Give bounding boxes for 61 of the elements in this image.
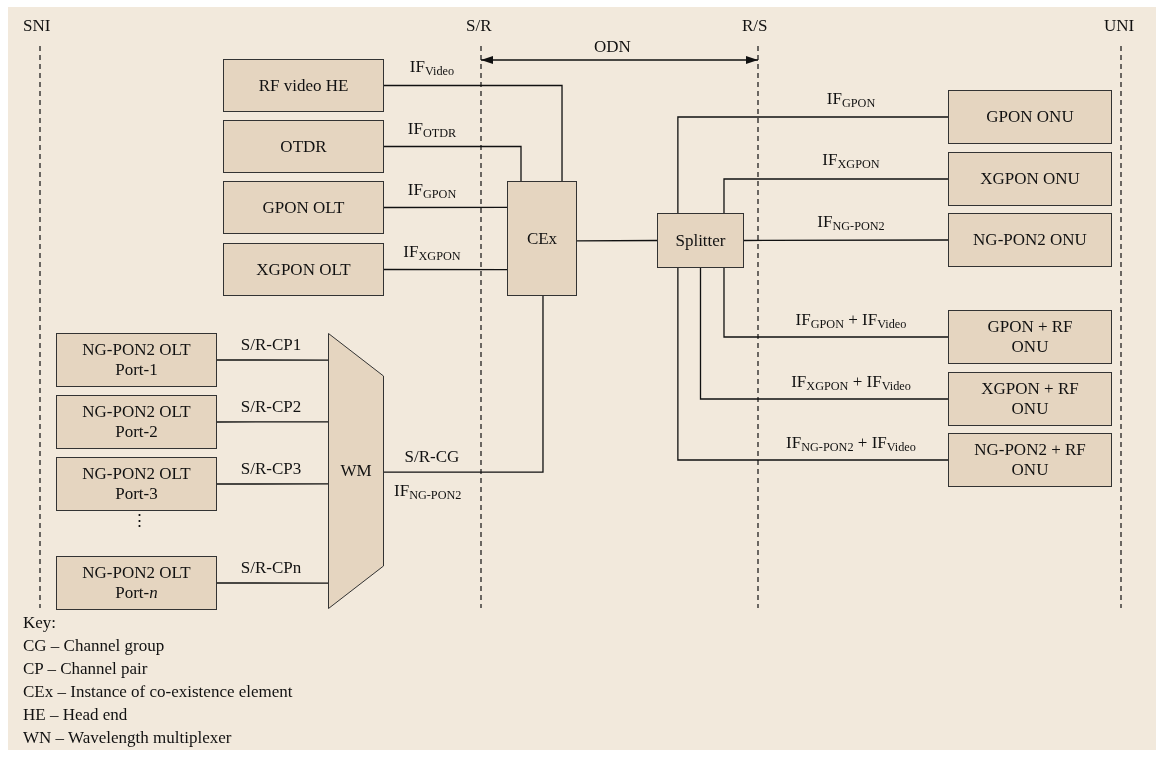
multiplexer-trapezoid: WM [328, 333, 384, 609]
key-entry: CP – Channel pair [23, 660, 148, 679]
ellipsis: ⋮ [131, 512, 148, 531]
connector-line [383, 295, 544, 473]
edge-label: S/R-CG [403, 447, 461, 465]
reference-point-label: UNI [1104, 17, 1135, 36]
reference-point-label: S/R [466, 17, 492, 36]
connector-line [383, 84, 563, 182]
onu-box: XGPON + RF ONU [948, 372, 1112, 426]
reference-point-label: R/S [742, 17, 768, 36]
edge-label: IF$_{Video}$ [408, 58, 456, 78]
coexistence-element-box: CEx [507, 181, 577, 296]
key-entry: HE – Head end [23, 706, 128, 725]
key-entry: CEx – Instance of co-existence element [23, 683, 293, 702]
interface-label: IF$_{NG-PON2}$ [394, 482, 462, 503]
olt-port-box: NG-PON2 OLT Port-1 [56, 333, 217, 387]
connector-line [383, 206, 508, 209]
edge-label: IF$_{XGPON}$ + IF$_{Video}$ [790, 373, 912, 393]
connector-line [723, 267, 949, 338]
connector-line [677, 267, 949, 461]
connector-line [576, 239, 658, 242]
edge-label: IF$_{XGPON}$ [402, 243, 462, 263]
onu-box: GPON + RF ONU [948, 310, 1112, 364]
equipment-box: RF video HE [223, 59, 384, 112]
equipment-box: OTDR [223, 120, 384, 173]
equipment-box: XGPON OLT [223, 243, 384, 296]
edge-label: S/R-CP1 [239, 335, 303, 353]
edge-label: S/R-CP3 [239, 459, 303, 477]
edge-label: S/R-CPn [239, 558, 303, 576]
connector-line [743, 239, 949, 242]
connector-line [216, 421, 329, 423]
edge-label: IF$_{GPON}$ + IF$_{Video}$ [794, 311, 908, 331]
edge-label: IF$_{GPON}$ [825, 90, 877, 110]
key-entry: CG – Channel group [23, 637, 165, 656]
connector-line [699, 267, 949, 400]
onu-box: GPON ONU [948, 90, 1112, 144]
edge-label: IF$_{NG-PON2}$ [816, 213, 886, 233]
olt-port-box: NG-PON2 OLT Port-n [56, 556, 217, 610]
key-entry: WN – Wavelength multiplexer [23, 729, 232, 748]
connector-line [216, 582, 329, 584]
key-heading: Key: [23, 614, 57, 633]
connector-line [216, 359, 329, 361]
edge-label: IF$_{GPON}$ [406, 181, 458, 201]
onu-box: NG-PON2 + RF ONU [948, 433, 1112, 487]
onu-box: NG-PON2 ONU [948, 213, 1112, 267]
connector-line [383, 268, 508, 271]
equipment-box: GPON OLT [223, 181, 384, 234]
splitter-box: Splitter [657, 213, 744, 268]
dimension-label: ODN [594, 38, 631, 57]
connector-line [677, 116, 949, 214]
edge-label: IF$_{XGPON}$ [821, 151, 881, 171]
edge-label: IF$_{NG-PON2}$ + IF$_{Video}$ [785, 434, 917, 454]
olt-port-box: NG-PON2 OLT Port-3 [56, 457, 217, 511]
olt-port-box: NG-PON2 OLT Port-2 [56, 395, 217, 449]
connector-line [383, 145, 522, 182]
connector-line [723, 178, 949, 214]
onu-box: XGPON ONU [948, 152, 1112, 206]
edge-label: S/R-CP2 [239, 397, 303, 415]
connector-line [216, 483, 329, 485]
reference-point-label: SNI [23, 17, 51, 36]
edge-label: IF$_{OTDR}$ [406, 120, 458, 140]
